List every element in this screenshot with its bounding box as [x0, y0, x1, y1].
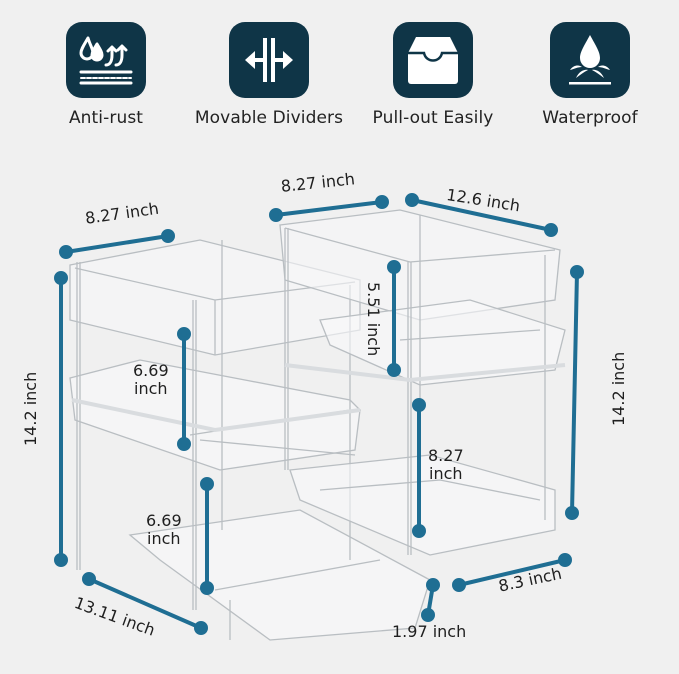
feature-anti-rust: Anti-rust	[31, 22, 181, 128]
dim-left-height: 14.2 inch	[21, 371, 40, 446]
feature-label: Pull-out Easily	[372, 108, 494, 128]
feature-movable-dividers: Movable Dividers	[194, 22, 344, 128]
dim-right-top-drawer: 5.51 inch	[364, 282, 383, 357]
dim-right-bottom-drawer: 8.27 inch	[428, 446, 464, 484]
dim-foot-height: 1.97 inch	[392, 622, 467, 641]
feature-label: Anti-rust	[68, 108, 144, 128]
feature-waterproof: Waterproof	[515, 22, 665, 128]
feature-pull-out: Pull-out Easily	[358, 22, 508, 128]
feature-label: Waterproof	[542, 108, 638, 128]
dimension-lines	[54, 193, 584, 635]
dim-left-top-drawer: 6.69 inch	[133, 361, 169, 399]
movable-dividers-icon	[229, 22, 309, 98]
feature-label: Movable Dividers	[194, 108, 344, 128]
water-drop-splash-icon	[550, 22, 630, 98]
anti-rust-icon	[66, 22, 146, 98]
organizer-outline	[69, 209, 566, 641]
pull-out-drawer-icon	[393, 22, 473, 98]
dim-left-bottom-drawer: 6.69 inch	[146, 511, 182, 549]
dim-right-height: 14.2 inch	[609, 351, 628, 426]
feature-row: Anti-rust Movable Dividers Pull-out Easi…	[0, 0, 679, 135]
